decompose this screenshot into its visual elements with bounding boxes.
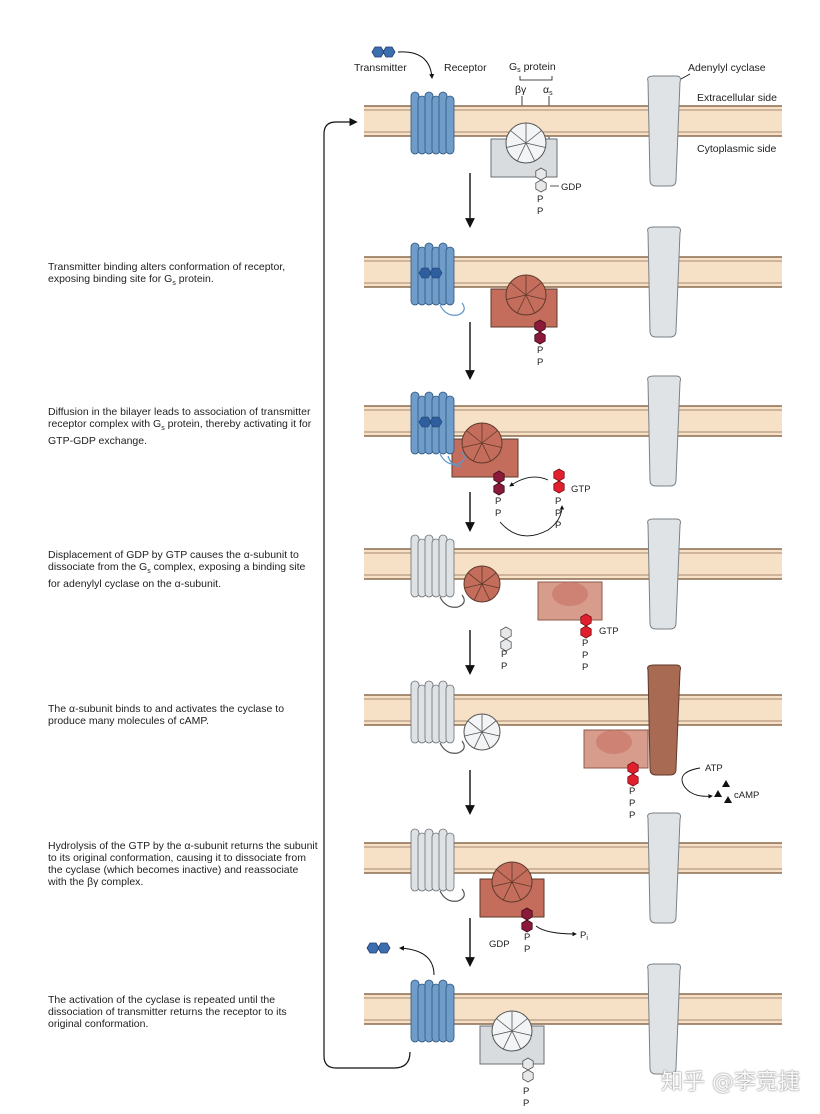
caption-step-6: The activation of the cyclase is repeate…: [48, 994, 287, 1030]
p-label: P: [523, 1098, 529, 1109]
p-label: P: [629, 786, 635, 797]
gdp-hex-icon: [522, 1057, 534, 1071]
gtp-label-1: GTP: [571, 484, 591, 495]
p-label: P: [555, 496, 561, 507]
receptor-icon: [410, 828, 465, 902]
molecule-labels: GDP P P P P P P GTP P P P P P GTP P P P …: [366, 182, 759, 1109]
gdp-hex-icon: [534, 319, 546, 333]
adenylyl-cyclase-icon: [647, 75, 681, 187]
receptor-icon: [410, 91, 455, 155]
gs-beta-gamma-wheel: [505, 274, 547, 316]
gtp-hex-icon: [580, 625, 592, 639]
gs-beta-gamma-wheel: [463, 565, 501, 603]
panels: [364, 75, 782, 1083]
gdp-label-2: GDP: [489, 939, 510, 950]
camp-label: cAMP: [734, 790, 759, 801]
gs-beta-gamma-wheel: [463, 713, 501, 751]
bound-transmitter-icon: [418, 416, 443, 428]
p-label: P: [537, 345, 543, 356]
adenylyl-cyclase-icon: [647, 812, 681, 924]
gtp-hex-icon: [580, 613, 592, 627]
transmitter-molecule-icon: [371, 46, 396, 58]
p-label: P: [524, 932, 530, 943]
transmitter-label: Transmitter: [354, 62, 407, 74]
receptor-icon: [410, 680, 465, 754]
adenylyl-cyclase-icon: [647, 518, 681, 630]
gtp-hex-icon: [553, 480, 565, 494]
caption-step-4: The α-subunit binds to and activates the…: [48, 703, 285, 727]
receptor-label: Receptor: [444, 62, 487, 74]
gdp-hex-icon: [521, 907, 533, 921]
gdp-hex-icon: [493, 482, 505, 496]
watermark: 知乎 @李竞捷: [661, 1070, 800, 1095]
gdp-hex-icon: [535, 167, 547, 181]
extracellular-label: Extracellular side: [697, 92, 777, 104]
gs-protein-label: Gs protein: [509, 61, 556, 74]
p-label: P: [495, 508, 501, 519]
caption-step-5: Hydrolysis of the GTP by the α-subunit r…: [48, 840, 318, 888]
top-labels: Transmitter Receptor Gs protein βγ αs Ad…: [354, 46, 777, 155]
p-label: P: [537, 194, 543, 205]
gtp-hex-icon: [553, 468, 565, 482]
gs-beta-gamma-wheel: [461, 422, 503, 464]
p-label: P: [629, 810, 635, 821]
gs-beta-gamma-wheel: [505, 122, 547, 164]
gdp-hex-icon: [534, 331, 546, 345]
gtp-label-2: GTP: [599, 626, 619, 637]
adenylyl-cyclase-icon: [647, 664, 681, 776]
p-label: P: [582, 662, 588, 673]
p-label: P: [582, 650, 588, 661]
p-label: P: [555, 520, 561, 531]
atp-label: ATP: [705, 763, 723, 774]
gs-beta-gamma-wheel: [491, 861, 533, 903]
adenylyl-cyclase-label: Adenylyl cyclase: [688, 62, 766, 74]
cytoplasmic-label: Cytoplasmic side: [697, 143, 777, 155]
receptor-icon: [410, 534, 465, 608]
caption-step-1: Transmitter binding alters conformation …: [48, 261, 286, 288]
alpha-s-label: αs: [543, 84, 553, 97]
gdp-hex-icon: [500, 626, 512, 640]
gs-beta-gamma-wheel: [491, 1010, 533, 1052]
receptor-icon: [410, 979, 455, 1043]
caption-step-2: Diffusion in the bilayer leads to associ…: [48, 406, 312, 448]
adenylyl-cyclase-icon: [647, 375, 681, 487]
p-label: P: [555, 508, 561, 519]
gdp-hex-icon: [535, 179, 547, 193]
gdp-label-1: GDP: [561, 182, 582, 193]
p-label: P: [537, 357, 543, 368]
step-arrows: [323, 117, 475, 1069]
beta-gamma-label: βγ: [515, 84, 527, 96]
gdp-hex-icon: [522, 1069, 534, 1083]
cyclase-binding-site: [552, 582, 588, 606]
pi-label: Pi: [580, 930, 588, 942]
p-label: P: [629, 798, 635, 809]
gdp-hex-icon: [521, 919, 533, 933]
p-label: P: [582, 638, 588, 649]
bound-transmitter-icon: [418, 267, 443, 279]
caption-step-3: Displacement of GDP by GTP causes the α-…: [48, 549, 306, 591]
camp-triangles-icon: [714, 780, 732, 803]
gtp-hex-icon: [627, 761, 639, 775]
released-transmitter-icon: [366, 942, 391, 954]
p-label: P: [523, 1086, 529, 1097]
adenylyl-cyclase-icon: [647, 226, 681, 338]
cyclase-binding-site: [596, 730, 632, 754]
p-label: P: [495, 496, 501, 507]
p-label: P: [537, 206, 543, 217]
p-label: P: [501, 661, 507, 672]
gdp-hex-icon: [493, 470, 505, 484]
p-label: P: [501, 649, 507, 660]
p-label: P: [524, 944, 530, 955]
adenylyl-cyclase-icon: [647, 963, 681, 1075]
gtp-hex-icon: [627, 773, 639, 787]
gdp-hex-icon: [500, 638, 512, 652]
